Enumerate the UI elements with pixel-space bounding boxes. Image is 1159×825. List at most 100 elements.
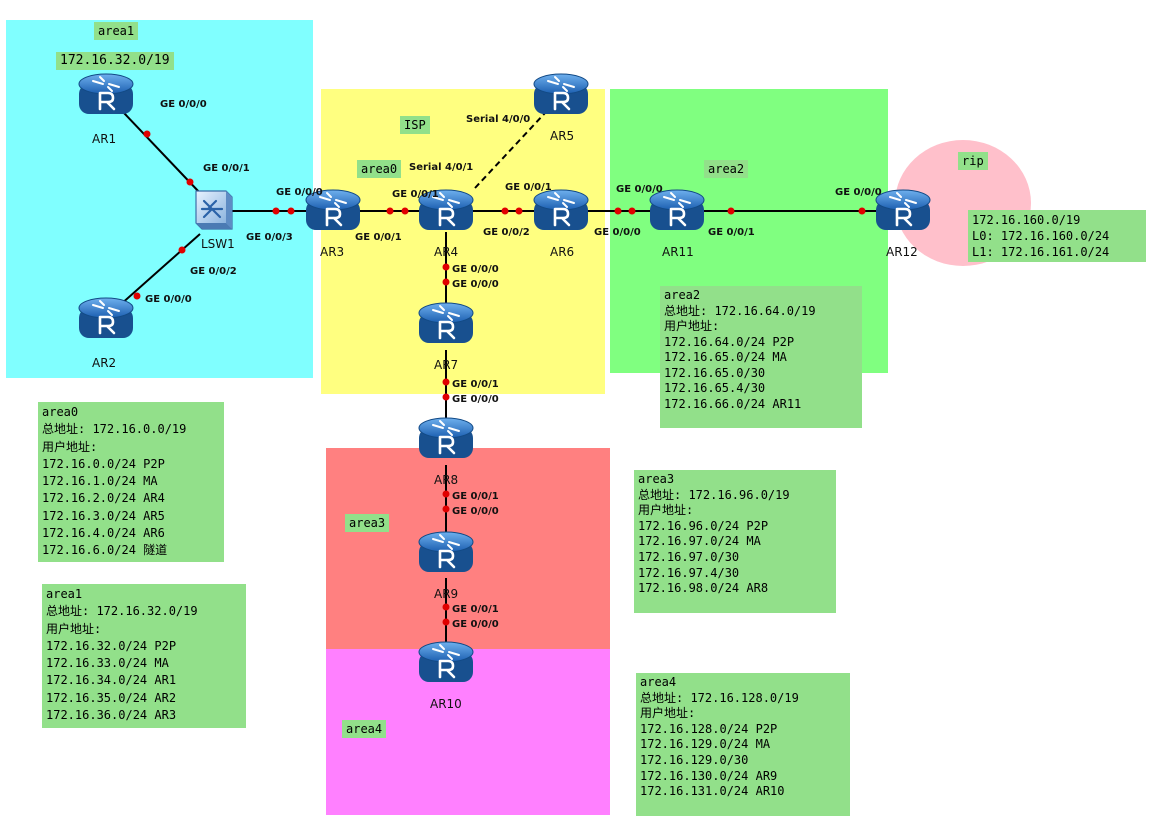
note-line: 172.16.129.0/24 MA <box>640 737 771 752</box>
port-dot <box>133 292 141 300</box>
port-label: GE 0/0/0 <box>452 506 499 517</box>
note-line: 172.16.65.0/30 <box>664 365 766 380</box>
port-dot <box>401 207 409 215</box>
note-line: 172.16.97.0/30 <box>638 549 740 564</box>
router-icon-ar7 <box>417 301 475 345</box>
port-label: GE 0/0/2 <box>190 266 237 277</box>
router-icon-ar5 <box>532 72 590 116</box>
note-line: 用户地址: <box>638 503 694 518</box>
note-line: 172.16.0.0/24 P2P <box>42 456 165 471</box>
note-line: area1 <box>46 587 83 601</box>
note-line: 172.16.4.0/24 AR6 <box>42 526 165 541</box>
note-line: 172.16.129.0/30 <box>640 752 749 767</box>
link-ar2-lsw1 <box>119 233 201 306</box>
port-label: Serial 4/0/0 <box>466 114 530 125</box>
router-icon-ar9 <box>417 530 475 574</box>
port-dot <box>442 603 450 611</box>
port-label: GE 0/0/1 <box>452 604 499 615</box>
port-dot <box>442 393 450 401</box>
port-dot <box>442 618 450 626</box>
note-line: 总地址: 172.16.128.0/19 <box>640 690 799 705</box>
device-name-ar3: AR3 <box>320 245 344 259</box>
note-line: 172.16.96.0/24 P2P <box>638 518 769 533</box>
note-line: area3 <box>638 472 675 486</box>
device-name-ar1: AR1 <box>92 132 116 146</box>
rip-note: 172.16.160.0/19 L0: 172.16.160.0/24 L1: … <box>968 210 1146 262</box>
note-line: 172.16.3.0/24 AR5 <box>42 508 165 523</box>
port-label: GE 0/0/1 <box>355 232 402 243</box>
link-ar4-ar5-serial <box>474 112 546 189</box>
port-label: GE 0/0/1 <box>392 189 439 200</box>
device-name-lsw1: LSW1 <box>201 237 235 251</box>
port-dot <box>628 207 636 215</box>
device-name-ar9: AR9 <box>434 587 458 601</box>
port-dot <box>178 246 186 254</box>
isp-label: ISP <box>400 116 430 134</box>
device-name-ar10: AR10 <box>430 697 462 711</box>
port-dots <box>133 130 866 626</box>
port-dot <box>515 207 523 215</box>
port-label: GE 0/0/0 <box>276 187 323 198</box>
port-dot <box>287 207 295 215</box>
port-label: GE 0/0/0 <box>594 227 641 238</box>
port-dot <box>442 263 450 271</box>
port-label: GE 0/0/0 <box>160 99 207 110</box>
port-label: GE 0/0/1 <box>505 182 552 193</box>
router-icon-ar1 <box>77 72 135 116</box>
port-label: GE 0/0/0 <box>452 264 499 275</box>
device-name-ar4: AR4 <box>434 245 458 259</box>
note-line: area0 <box>42 405 79 419</box>
switch-icon-lsw1 <box>195 190 233 230</box>
area0-note: area0 总地址: 172.16.0.0/19 用户地址: 172.16.0.… <box>38 402 224 562</box>
area0-label: area0 <box>357 160 402 178</box>
router-icon-ar6 <box>532 188 590 232</box>
device-name-ar2: AR2 <box>92 356 116 370</box>
area2-label: area2 <box>704 160 749 178</box>
port-label: Serial 4/0/1 <box>409 162 473 173</box>
note-line: 172.16.2.0/24 AR4 <box>42 491 165 506</box>
note-line: 172.16.130.0/24 AR9 <box>640 768 778 783</box>
router-icon-ar10 <box>417 640 475 684</box>
port-label: GE 0/0/1 <box>203 163 250 174</box>
area2-note: area2 总地址: 172.16.64.0/19 用户地址: 172.16.6… <box>660 286 862 428</box>
port-dot <box>442 505 450 513</box>
router-icon-ar11 <box>648 188 706 232</box>
port-label: GE 0/0/2 <box>483 227 530 238</box>
area3-label: area3 <box>345 514 390 532</box>
note-line: area4 <box>640 675 677 689</box>
note-line: 172.16.65.0/24 MA <box>664 350 787 364</box>
note-line: 172.16.35.0/24 AR2 <box>46 690 177 705</box>
note-line: 172.16.33.0/24 MA <box>46 656 169 671</box>
device-name-ar6: AR6 <box>550 245 574 259</box>
note-line: 172.16.160.0/19 <box>972 213 1081 227</box>
port-dot <box>858 207 866 215</box>
note-line: 172.16.64.0/24 P2P <box>664 334 795 349</box>
note-line: 用户地址: <box>46 621 102 636</box>
port-label: GE 0/0/0 <box>452 394 499 405</box>
note-line: 172.16.65.4/30 <box>664 381 766 395</box>
note-line: 172.16.128.0/24 P2P <box>640 721 778 736</box>
note-line: 总地址: 172.16.96.0/19 <box>638 487 790 502</box>
area4-note: area4 总地址: 172.16.128.0/19 用户地址: 172.16.… <box>636 673 850 816</box>
port-dot <box>186 178 194 186</box>
note-line: 172.16.131.0/24 AR10 <box>640 784 785 799</box>
note-line: 172.16.97.4/30 <box>638 565 740 580</box>
device-name-ar8: AR8 <box>434 473 458 487</box>
port-dot <box>727 207 735 215</box>
note-line: 172.16.1.0/24 MA <box>42 474 158 489</box>
port-label: GE 0/0/3 <box>246 232 293 243</box>
note-line: area2 <box>664 288 701 302</box>
port-label: GE 0/0/0 <box>145 294 192 305</box>
note-line: 用户地址: <box>42 439 98 454</box>
area1-label: area1 <box>94 22 139 40</box>
router-icon-ar12 <box>874 188 932 232</box>
port-label: GE 0/0/0 <box>835 187 882 198</box>
area1-network-label: 172.16.32.0/19 <box>56 52 174 70</box>
port-dot <box>614 207 622 215</box>
link-ar1-lsw1 <box>123 112 201 194</box>
port-dot <box>501 207 509 215</box>
port-dot <box>442 278 450 286</box>
router-icon-ar8 <box>417 416 475 460</box>
note-line: 总地址: 172.16.64.0/19 <box>664 303 816 318</box>
